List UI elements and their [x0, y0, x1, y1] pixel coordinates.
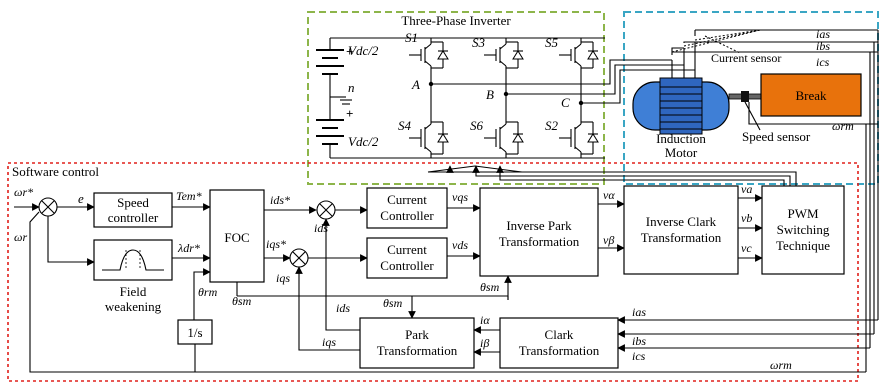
svg-text:+: +: [346, 106, 353, 121]
switch-lower-2: [484, 118, 524, 158]
iqs-ref-label: iqs*: [266, 237, 286, 251]
ibeta-label: iβ: [480, 336, 489, 350]
speed-controller-line1: Speed: [117, 195, 149, 210]
switch-upper-2: [484, 38, 524, 72]
cc2-line1: Current: [387, 242, 427, 257]
theta-sm-foc-label: θsm: [232, 294, 252, 308]
inverse-park-block: [479, 187, 599, 277]
current-sensor-label: Current sensor: [711, 51, 781, 65]
iqs-park-label: iqs: [322, 335, 336, 349]
bottom-ias-label: ias: [632, 305, 646, 319]
vqs-label: vqs: [452, 190, 468, 204]
speed-ref-label: ωr*: [14, 185, 33, 199]
vb-label: vb: [741, 211, 752, 225]
vdc-top-label: Vdc/2: [348, 43, 379, 58]
switch-label-s2: S2: [545, 118, 559, 133]
foc-label: FOC: [224, 230, 249, 245]
switch-label-s1: S1: [405, 30, 418, 45]
inverter-title: Three-Phase Inverter: [401, 13, 511, 28]
theta-sm-park-label: θsm: [383, 296, 403, 310]
brake-label: Break: [795, 88, 827, 103]
speed-controller-line2: controller: [108, 210, 159, 225]
top-ics-label: ics: [816, 55, 830, 69]
vds-label: vds: [452, 238, 468, 252]
current-controller-q-block: [366, 237, 448, 279]
svg-text:+: +: [346, 44, 353, 59]
integrator-label: 1/s: [187, 325, 202, 340]
park-line1: Park: [405, 327, 429, 342]
vbeta-label: vβ: [603, 233, 614, 247]
top-ibs-label: ibs: [816, 39, 830, 53]
node-label-a: A: [411, 77, 420, 92]
clark-line1: Clark: [545, 327, 574, 342]
software-title: Software control: [12, 164, 99, 179]
theta-rm-label: θrm: [198, 285, 218, 299]
pwm-line1: PWM: [787, 206, 819, 221]
switch-label-s6: S6: [470, 118, 484, 133]
node-label-b: B: [486, 87, 494, 102]
switch-upper-1: [409, 38, 449, 72]
ialpha-label: iα: [480, 313, 490, 327]
pwm-block: [761, 185, 845, 275]
va-label: va: [741, 182, 752, 196]
cc1-line2: Controller: [380, 208, 434, 223]
clark-line2: Transformation: [519, 343, 600, 358]
inverse-clark-block: [623, 185, 739, 275]
error-label: e: [78, 191, 84, 206]
park-line2: Transformation: [377, 343, 458, 358]
bottom-ics-label: ics: [632, 349, 646, 363]
cc1-line1: Current: [387, 192, 427, 207]
vdc-bottom-label: Vdc/2: [348, 134, 379, 149]
field-weakening-line2: weakening: [105, 299, 162, 314]
top-wrm-label: ωrm: [832, 119, 854, 133]
speed-feedback-label: ωr: [14, 230, 27, 244]
park-block: [359, 317, 475, 369]
motor-label-1: Induction: [656, 131, 706, 146]
switch-label-s3: S3: [472, 35, 486, 50]
bottom-ibs-label: ibs: [632, 334, 646, 348]
switch-lower-3: [559, 118, 599, 158]
bottom-wrm-label: ωrm: [770, 358, 792, 372]
sensor-region-border: [623, 11, 879, 185]
field-weakening-block: [93, 239, 173, 281]
inverse-clark-line1: Inverse Clark: [646, 214, 717, 229]
flux-ref-label: λdr*: [177, 241, 200, 255]
switch-lower-1: [409, 118, 449, 158]
theta-sm-ipark-label: θsm: [480, 280, 500, 294]
inverse-park-line1: Inverse Park: [506, 218, 572, 233]
vc-label: vc: [741, 241, 752, 255]
torque-ref-label: Tem*: [176, 189, 202, 203]
inverse-park-line2: Transformation: [499, 234, 580, 249]
motor-label-2: Motor: [665, 145, 698, 160]
switch-label-s5: S5: [545, 35, 559, 50]
top-ias-label: ias: [816, 27, 830, 41]
switch-label-s4: S4: [398, 118, 412, 133]
neutral-label: n: [348, 80, 355, 95]
valpha-label: vα: [603, 188, 615, 202]
pwm-line2: Switching: [777, 222, 830, 237]
node-label-c: C: [561, 95, 570, 110]
cc2-line2: Controller: [380, 258, 434, 273]
foc-block: [209, 189, 265, 283]
inverter-region-border: [307, 11, 605, 185]
clark-block: [499, 317, 619, 369]
pwm-line3: Technique: [776, 238, 830, 253]
brake-box: [760, 73, 862, 117]
speed-controller-block: [93, 192, 173, 228]
inverse-clark-line2: Transformation: [641, 230, 722, 245]
ids-ref-label: ids*: [270, 193, 290, 207]
speed-sensor-label: Speed sensor: [742, 129, 811, 144]
switch-upper-3: [559, 38, 599, 72]
ids-park-label: ids: [336, 301, 350, 315]
integrator-block: [177, 319, 213, 345]
iqs-feedback-label: iqs: [276, 271, 290, 285]
current-controller-d-block: [366, 187, 448, 229]
field-weakening-line1: Field: [120, 284, 147, 299]
